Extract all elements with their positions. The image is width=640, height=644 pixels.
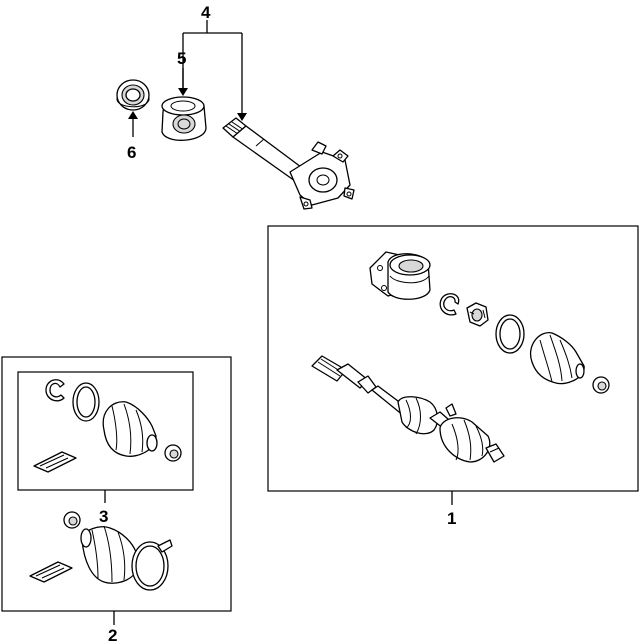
boot-2 xyxy=(80,525,139,584)
boot-clamp-3 xyxy=(72,382,100,422)
boot-3 xyxy=(102,401,158,457)
callout-5: 5 xyxy=(177,49,186,68)
assembly-2-frame xyxy=(1,356,232,612)
boot-clamp-2 xyxy=(131,539,173,591)
dust-cover-part-5 xyxy=(161,96,207,141)
snap-ring-3 xyxy=(45,379,65,402)
grease-packet-3 xyxy=(33,451,77,473)
small-clamp-3 xyxy=(164,444,182,462)
grease-packet-2 xyxy=(29,561,73,583)
callout-2: 2 xyxy=(108,626,117,644)
callout-4: 4 xyxy=(201,3,211,22)
boot-clamp-upper xyxy=(495,314,525,354)
seal-part-6 xyxy=(116,79,150,111)
assembly-1-frame xyxy=(267,225,639,492)
callout-1: 1 xyxy=(447,509,456,528)
callout-4-leader xyxy=(178,20,247,121)
small-clamp-2 xyxy=(63,511,81,529)
outboard-boot xyxy=(529,332,585,385)
intermediate-shaft-assembly xyxy=(222,117,355,210)
callout-3: 3 xyxy=(99,507,108,526)
callout-6-leader xyxy=(128,111,138,137)
snap-ring-upper xyxy=(439,293,460,316)
boot-clamp-small-upper xyxy=(592,376,610,394)
callout-6: 6 xyxy=(127,143,136,162)
bearing-housing xyxy=(369,251,431,300)
hub-nut xyxy=(466,302,489,327)
drive-axle-assembly xyxy=(311,355,505,463)
